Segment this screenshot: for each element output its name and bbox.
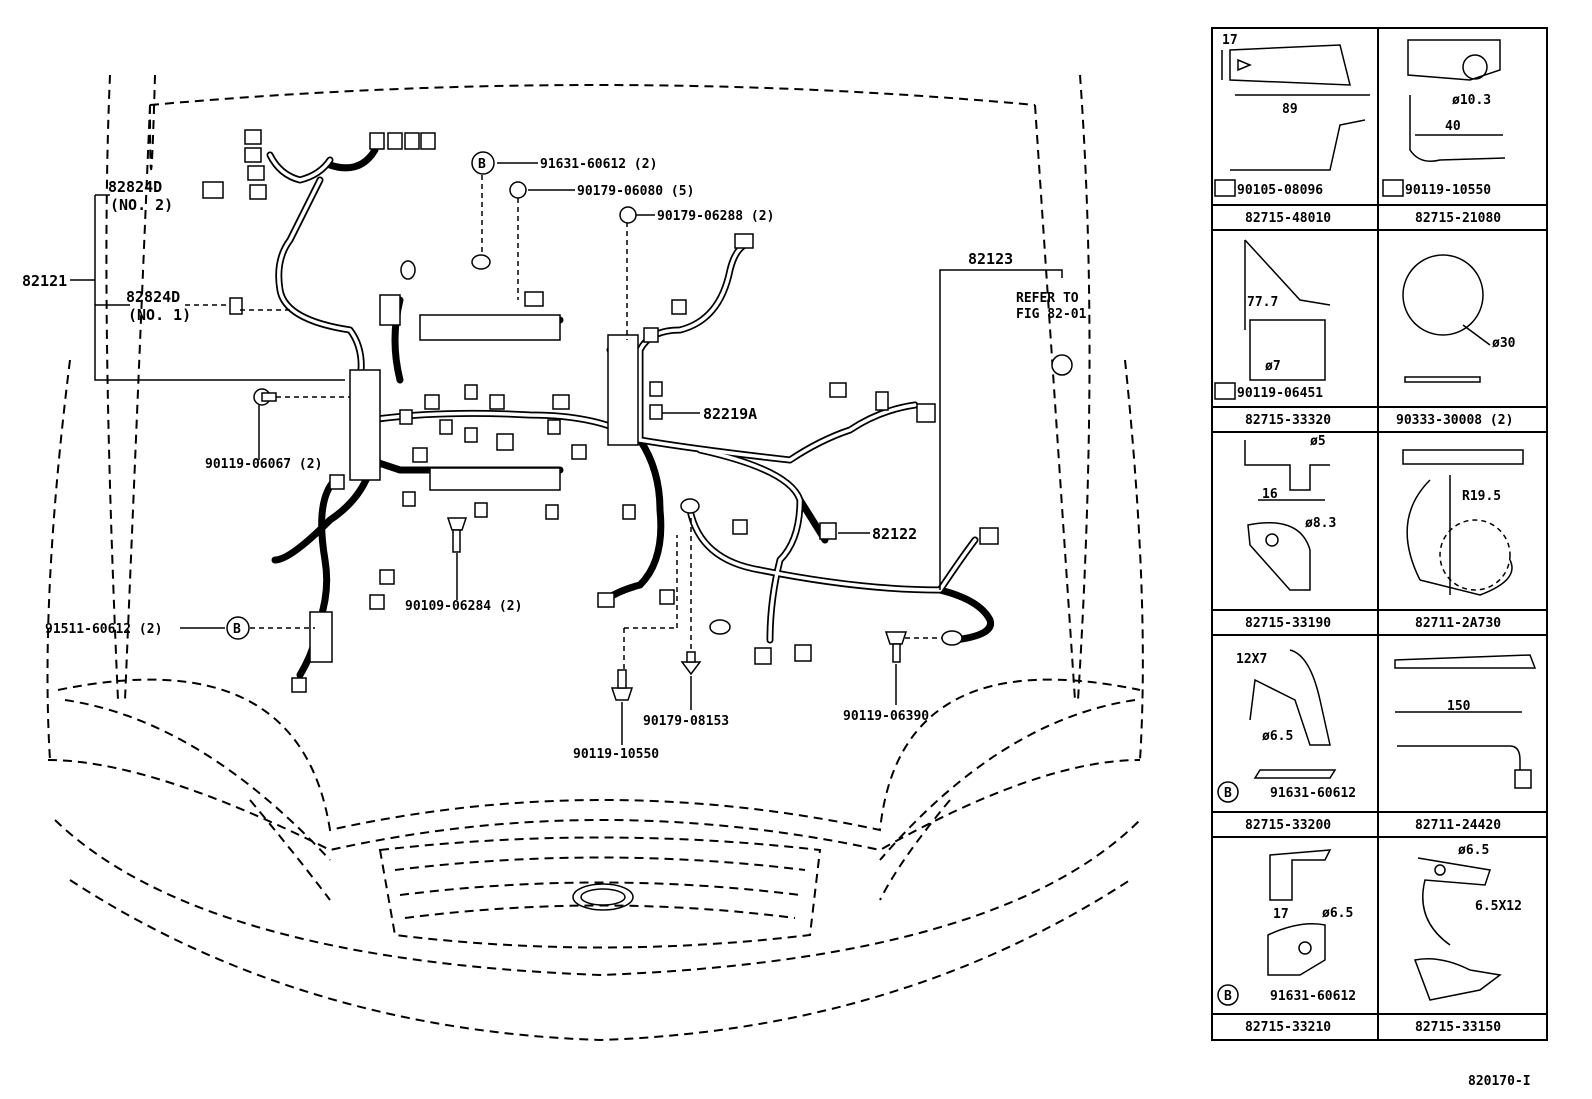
label-82123: 82123 (968, 250, 1013, 268)
main-branch (349, 369, 381, 481)
table-cell-82711-24420: 150 (1394, 654, 1537, 789)
svg-text:90105-08096: 90105-08096 (1237, 183, 1323, 198)
table-cell-90333-30008: ø30 (1402, 254, 1516, 383)
clip-c-icon (619, 206, 637, 224)
clip-icon-90179-08153 (680, 651, 702, 676)
label-91511-60612: 91511-60612 (2) (45, 622, 162, 637)
svg-text:150: 150 (1447, 699, 1471, 714)
svg-text:ø6.5: ø6.5 (1322, 906, 1353, 921)
table-cell-82711-2a730: R19.5 (1402, 449, 1524, 596)
svg-text:40: 40 (1445, 119, 1461, 134)
svg-text:B: B (1224, 989, 1232, 1004)
table-cell-82715-33200: B 12X7 ø6.5 91631-60612 (1217, 649, 1356, 803)
svg-text:6.5X12: 6.5X12 (1475, 899, 1522, 914)
table-part-4: 82715-33190 (1245, 616, 1331, 631)
relay-block-upper (419, 314, 561, 341)
table-cell-82715-33320: 77.7 ø7 90119-06451 (1214, 239, 1331, 401)
svg-text:ø7: ø7 (1265, 359, 1281, 374)
b-mark-icon (226, 616, 250, 640)
table-part-1: 82715-21080 (1415, 211, 1501, 226)
svg-text:ø5: ø5 (1310, 434, 1326, 449)
label-90179-06288: 90179-06288 (2) (657, 209, 774, 224)
label-82824d-no1: 82824D (126, 288, 180, 306)
label-90119-06390: 90119-06390 (843, 709, 929, 724)
b-mark-top-text: B (478, 157, 486, 172)
label-82824d-no2: 82824D (108, 178, 162, 196)
table-part-5: 82711-2A730 (1415, 616, 1501, 631)
table-part-7: 82711-24420 (1415, 818, 1501, 833)
table-cell-82715-33210: B 17 ø6.5 91631-60612 (1217, 849, 1356, 1006)
svg-text:ø8.3: ø8.3 (1305, 516, 1336, 531)
svg-text:R19.5: R19.5 (1462, 489, 1501, 504)
label-82219a: 82219A (703, 405, 757, 423)
table-cell-82715-33150: ø6.5 6.5X12 (1413, 843, 1522, 1001)
label-90119-06067: 90119-06067 (2) (205, 457, 322, 472)
parts-table: 17 89 90105-08096 ø10.3 40 90119-10550 7… (1211, 27, 1548, 1041)
label-91631-60612: 91631-60612 (2) (540, 157, 657, 172)
table-part-2: 82715-33320 (1245, 413, 1331, 428)
table-part-8: 82715-33210 (1245, 1020, 1331, 1035)
svg-text:ø6.5: ø6.5 (1262, 729, 1293, 744)
part-labels: 82121 82824D (NO. 2) 82824D (NO. 1) 9011… (22, 151, 1087, 762)
label-no2: (NO. 2) (110, 196, 173, 214)
svg-text:91631-60612: 91631-60612 (1270, 989, 1356, 1004)
svg-text:90119-10550: 90119-10550 (1405, 183, 1491, 198)
table-part-6: 82715-33200 (1245, 818, 1331, 833)
table-part-9: 82715-33150 (1415, 1020, 1501, 1035)
svg-text:17: 17 (1222, 33, 1238, 48)
b-mark-top-icon (471, 151, 495, 175)
wire-harness (202, 129, 1073, 693)
vehicle-outline (46, 74, 1144, 1042)
junction-housing (607, 334, 639, 446)
svg-text:ø10.3: ø10.3 (1452, 93, 1491, 108)
svg-text:91631-60612: 91631-60612 (1270, 786, 1356, 801)
svg-text:90119-06451: 90119-06451 (1237, 386, 1323, 401)
clip-y-icon (509, 181, 527, 199)
label-82121: 82121 (22, 272, 67, 290)
connectors (202, 129, 999, 693)
table-cell-82715-33190: ø5 16 ø8.3 (1244, 434, 1336, 591)
svg-text:16: 16 (1262, 487, 1278, 502)
table-cell-82715-48010: 17 89 90105-08096 (1214, 33, 1370, 198)
table-cell-82715-21080: ø10.3 40 90119-10550 (1382, 39, 1506, 198)
svg-text:ø6.5: ø6.5 (1458, 843, 1489, 858)
bolt-icon-90109-06284 (446, 517, 468, 553)
bolt-icon-90119-06390 (884, 631, 908, 663)
svg-text:B: B (1224, 786, 1232, 801)
leader-lines (70, 162, 1063, 745)
svg-text:17: 17 (1273, 907, 1289, 922)
screw-icon-90119-10550 (610, 669, 634, 701)
label-90179-08153: 90179-08153 (643, 714, 729, 729)
label-90119-10550: 90119-10550 (573, 747, 659, 762)
table-part-0: 82715-48010 (1245, 211, 1331, 226)
label-fig: FIG 82-01 (1016, 307, 1087, 322)
label-refer-to: REFER TO (1016, 291, 1079, 306)
grounds-and-eyelets (400, 254, 1073, 646)
label-82122: 82122 (872, 525, 917, 543)
svg-text:ø30: ø30 (1492, 336, 1516, 351)
b-mark-text: B (233, 622, 241, 637)
label-90109-06284: 90109-06284 (2) (405, 599, 522, 614)
svg-text:12X7: 12X7 (1236, 652, 1267, 667)
fasteners (253, 388, 908, 701)
footer-code: 820170-I (1468, 1074, 1531, 1089)
label-no1: (NO. 1) (128, 306, 191, 324)
svg-text:89: 89 (1282, 102, 1298, 117)
bolt-icon-90119-06067 (253, 388, 277, 406)
table-part-3: 90333-30008 (2) (1396, 413, 1513, 428)
svg-text:77.7: 77.7 (1247, 295, 1278, 310)
relay-block-lower (429, 467, 561, 491)
label-90179-06080: 90179-06080 (5) (577, 184, 694, 199)
